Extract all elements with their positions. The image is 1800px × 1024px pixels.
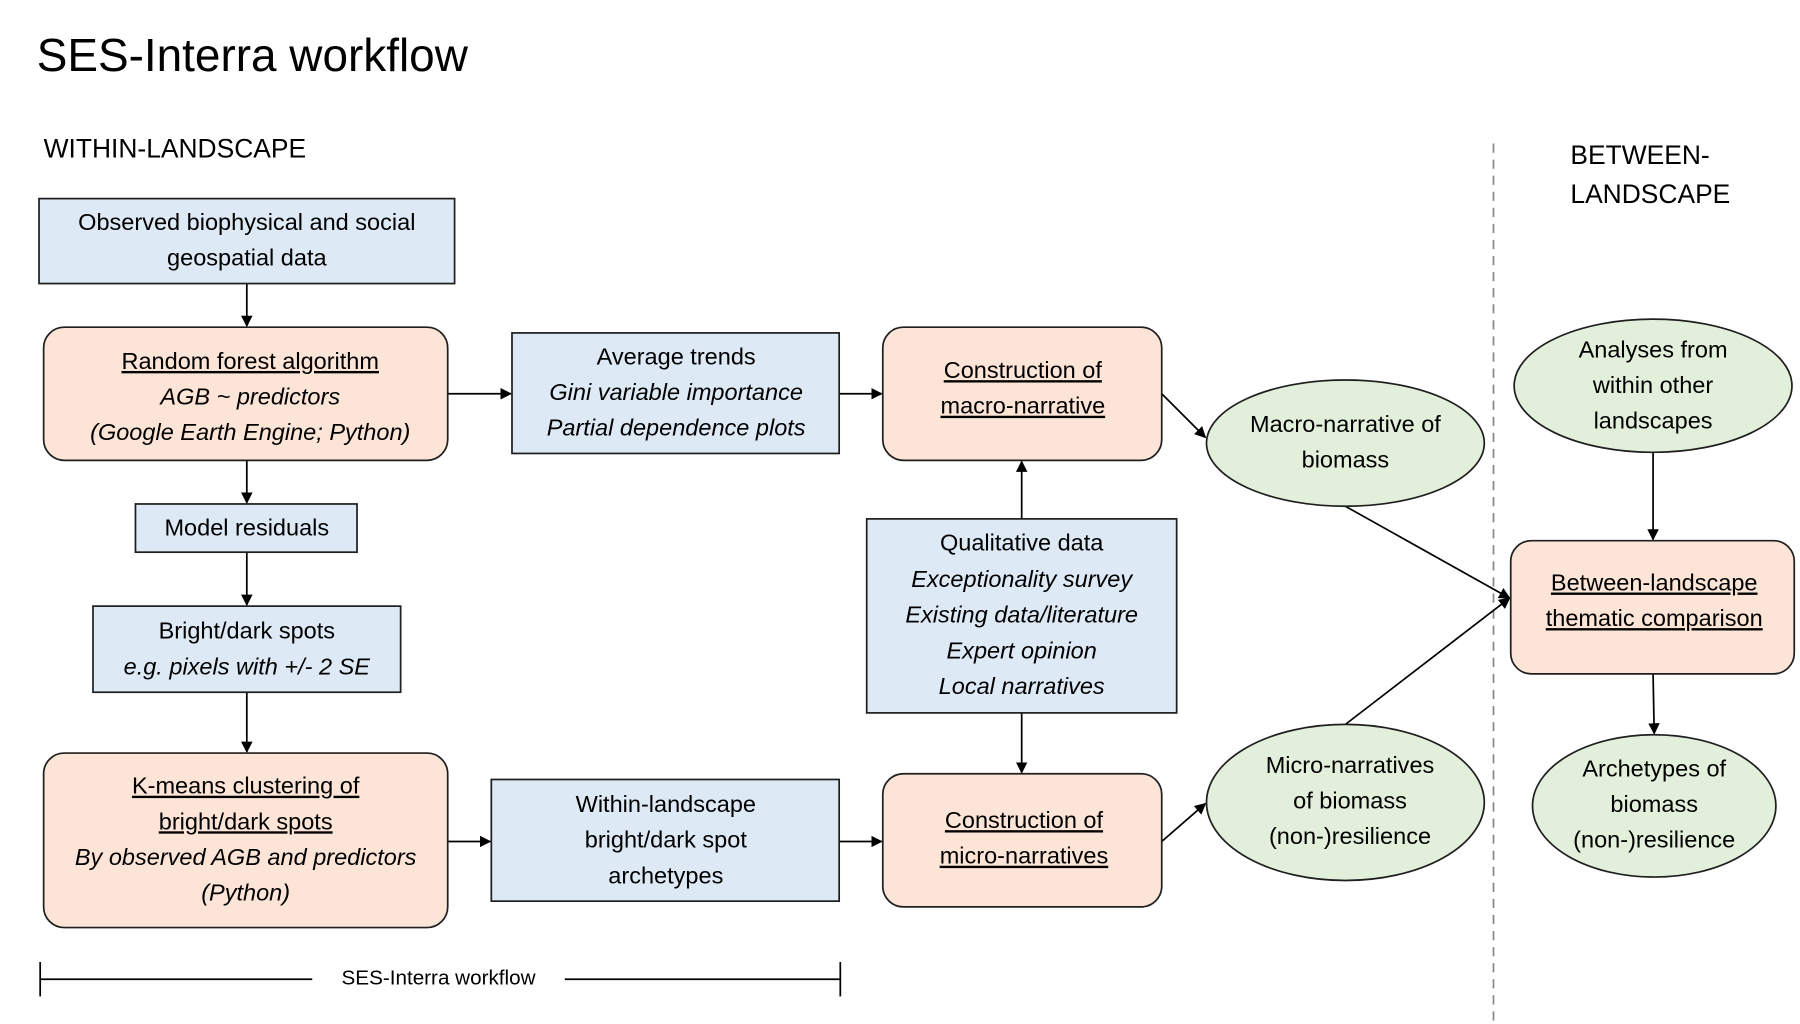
- micro-construction-box: Construction of micro-narratives: [881, 772, 1163, 908]
- svg-text:By observed AGB and predictors: By observed AGB and predictors: [75, 844, 417, 870]
- svg-text:geospatial data: geospatial data: [167, 245, 327, 271]
- macro-construction-box: Construction of macro-narrative: [881, 326, 1163, 462]
- svg-text:AGB ~ predictors: AGB ~ predictors: [158, 384, 340, 410]
- svg-text:biomass: biomass: [1302, 447, 1390, 473]
- svg-text:(Python): (Python): [201, 879, 290, 905]
- archetypes-ellipse: Archetypes of biomass (non-)resilience: [1531, 733, 1777, 878]
- bright-dark-spots-box: Bright/dark spots e.g. pixels with +/- 2…: [92, 605, 402, 694]
- svg-text:Exceptionality survey: Exceptionality survey: [911, 566, 1133, 592]
- page-title: SES-Interra workflow: [37, 29, 469, 81]
- model-residuals-box: Model residuals: [134, 503, 358, 554]
- svg-text:micro-narratives: micro-narratives: [940, 843, 1109, 869]
- svg-text:thematic comparison: thematic comparison: [1546, 605, 1763, 631]
- svg-text:Construction of: Construction of: [944, 357, 1103, 383]
- workflow-scale-bar: [39, 962, 842, 997]
- svg-text:biomass: biomass: [1610, 791, 1698, 817]
- random-forest-box: Random forest algorithm AGB ~ predictors…: [42, 326, 449, 462]
- svg-text:Macro-narrative of: Macro-narrative of: [1250, 411, 1441, 437]
- svg-text:Gini variable importance: Gini variable importance: [549, 379, 803, 405]
- average-trends-box: Average trends Gini variable importance …: [511, 332, 841, 455]
- between-landscape-heading: BETWEEN- LANDSCAPE: [1570, 140, 1730, 209]
- svg-text:Model residuals: Model residuals: [164, 514, 329, 540]
- svg-text:bright/dark spot: bright/dark spot: [585, 827, 748, 853]
- svg-text:Average trends: Average trends: [597, 343, 756, 369]
- within-landscape-heading: WITHIN-LANDSCAPE: [44, 133, 306, 163]
- between-comparison-box: Between-landscape thematic comparison: [1509, 539, 1796, 675]
- svg-text:Within-landscape: Within-landscape: [576, 791, 756, 817]
- svg-text:of biomass: of biomass: [1293, 788, 1407, 814]
- svg-text:macro-narrative: macro-narrative: [941, 393, 1106, 419]
- scale-bar-label: SES-Interra workflow: [342, 967, 536, 990]
- svg-text:(non-)resilience: (non-)resilience: [1269, 823, 1431, 849]
- svg-text:Between-landscape: Between-landscape: [1551, 570, 1758, 596]
- svg-text:bright/dark spots: bright/dark spots: [159, 808, 333, 834]
- svg-text:within other: within other: [1592, 372, 1713, 398]
- macro-narrative-ellipse: Macro-narrative of biomass: [1205, 379, 1486, 508]
- svg-text:Qualitative data: Qualitative data: [940, 529, 1104, 555]
- svg-text:Existing data/literature: Existing data/literature: [905, 602, 1138, 628]
- svg-text:Micro-narratives: Micro-narratives: [1266, 752, 1435, 778]
- svg-text:Observed biophysical and socia: Observed biophysical and social: [78, 209, 415, 235]
- svg-text:Partial dependence plots: Partial dependence plots: [547, 415, 806, 441]
- svg-text:(Google Earth Engine; Python): (Google Earth Engine; Python): [90, 419, 410, 445]
- svg-text:Local narratives: Local narratives: [939, 673, 1105, 699]
- svg-text:Archetypes of: Archetypes of: [1582, 756, 1726, 782]
- svg-text:(non-)resilience: (non-)resilience: [1573, 827, 1735, 853]
- kmeans-box: K-means clustering of bright/dark spots …: [42, 752, 449, 929]
- svg-text:Random forest algorithm: Random forest algorithm: [122, 348, 379, 374]
- qualitative-data-box: Qualitative data Exceptionality survey E…: [865, 518, 1178, 714]
- micro-narratives-ellipse: Micro-narratives of biomass (non-)resili…: [1205, 723, 1486, 882]
- svg-text:e.g. pixels with +/- 2 SE: e.g. pixels with +/- 2 SE: [124, 653, 371, 679]
- arrows: [241, 283, 1660, 848]
- within-archetypes-box: Within-landscape bright/dark spot archet…: [490, 778, 841, 903]
- svg-text:Bright/dark spots: Bright/dark spots: [159, 618, 335, 644]
- observed-data-box: Observed biophysical and social geospati…: [38, 197, 456, 285]
- svg-text:archetypes: archetypes: [608, 862, 723, 888]
- other-landscapes-ellipse: Analyses from within other landscapes: [1513, 318, 1793, 454]
- svg-text:Expert opinion: Expert opinion: [947, 637, 1097, 663]
- svg-text:landscapes: landscapes: [1594, 408, 1713, 434]
- svg-text:Construction of: Construction of: [945, 807, 1104, 833]
- svg-text:Analyses from: Analyses from: [1579, 337, 1728, 363]
- svg-text:K-means clustering of: K-means clustering of: [132, 773, 360, 799]
